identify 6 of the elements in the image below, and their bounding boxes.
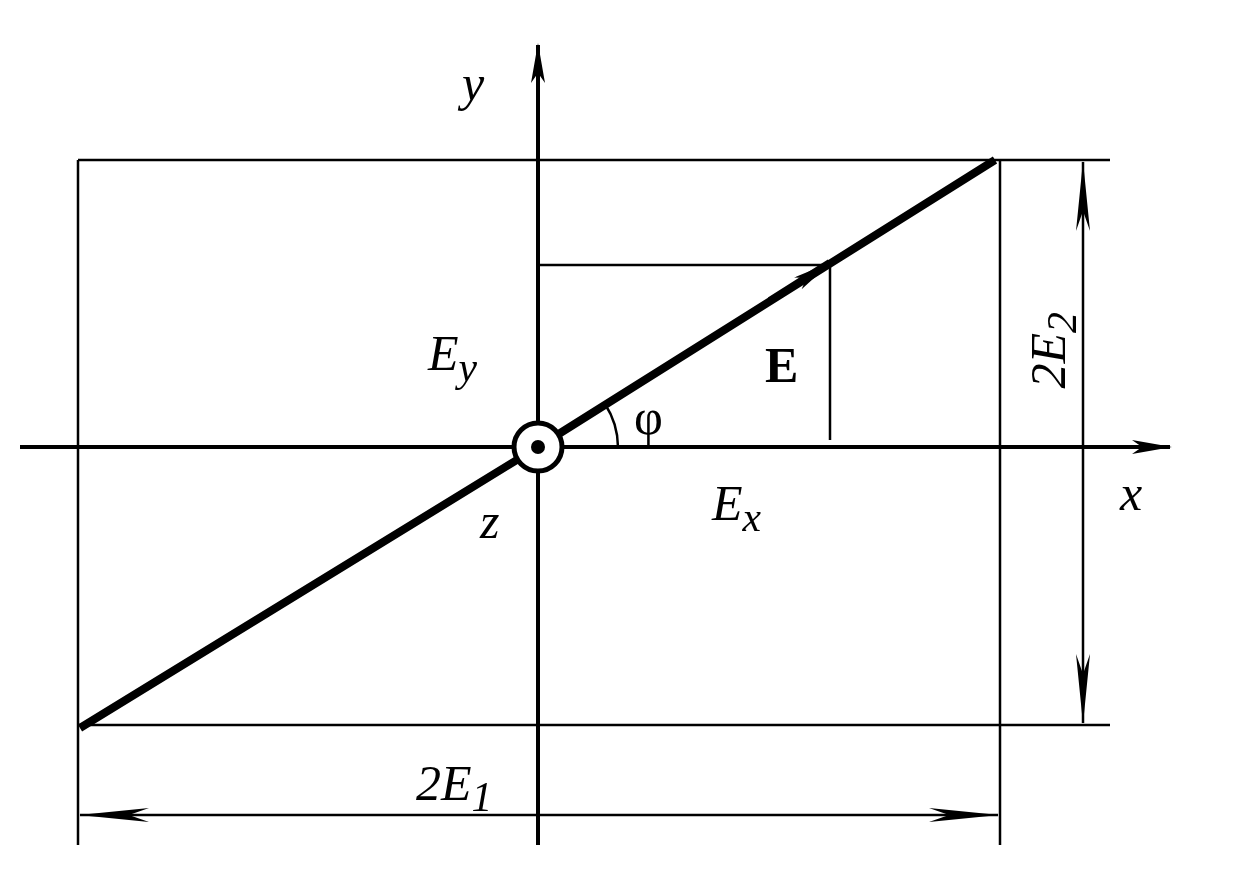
dimension-label: 2E$_{1}$ (416, 758, 493, 819)
vector-label: E (765, 340, 799, 390)
component-label: E$_{x}$ (712, 478, 762, 539)
component-label: E$_{y}$ (428, 328, 478, 389)
axis-label: z (480, 496, 500, 546)
axis-label: x (1120, 468, 1143, 518)
